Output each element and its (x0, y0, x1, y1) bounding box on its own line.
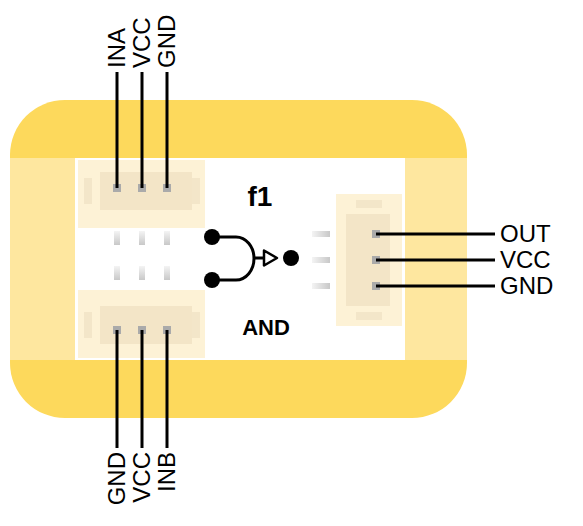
pin-name: VCC (500, 247, 551, 273)
pin-name: VCC (129, 17, 155, 68)
pin-stubs (114, 231, 170, 280)
pin-name: OUT (500, 221, 551, 247)
board-area (75, 158, 405, 360)
pin-name: GND (104, 452, 130, 505)
pin-wires (117, 72, 495, 448)
board-band (10, 158, 75, 360)
pin-name: INB (154, 452, 180, 492)
circuit-board: f1AND (10, 100, 467, 418)
pin-name: GND (500, 273, 553, 299)
pin-name: GND (154, 15, 180, 68)
and-gate-symbol (204, 229, 299, 288)
module-id: f1 (248, 181, 273, 213)
pin-name: VCC (129, 452, 155, 503)
pin-name: INA (104, 28, 130, 68)
gate-name: AND (242, 315, 290, 340)
